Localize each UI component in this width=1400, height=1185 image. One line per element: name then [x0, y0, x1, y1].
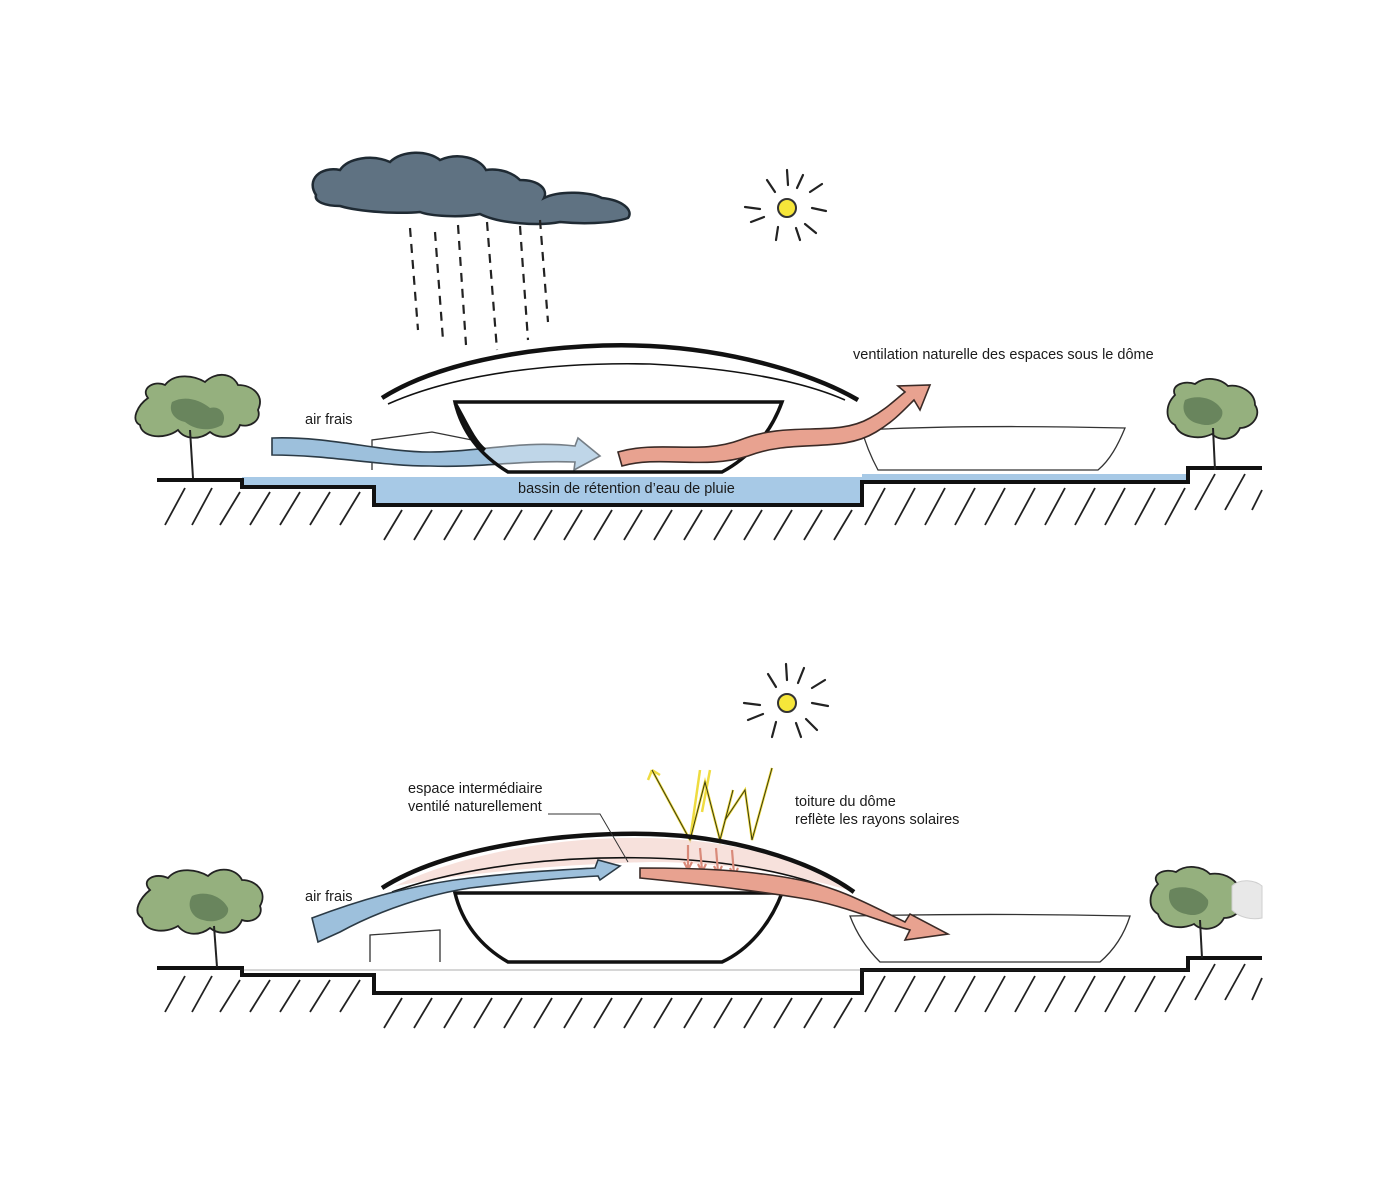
dome-roof: [380, 831, 856, 894]
warm-air-arrow: [639, 867, 951, 942]
basin-label: bassin de rétention d’eau de pluie: [518, 481, 735, 497]
ground-line: [157, 956, 1262, 995]
sun-icon: [742, 662, 830, 739]
intermediate-space: [395, 837, 848, 890]
roof-label-line1: toiture du dôme: [795, 794, 896, 810]
sun-icon: [743, 168, 828, 242]
rain-cloud-icon: [311, 151, 631, 226]
tree-icon: [134, 373, 261, 479]
right-low-building: [861, 426, 1126, 471]
roof-label-line2: reflète les rayons solaires: [795, 812, 960, 828]
ground-hatching: [164, 963, 1263, 1029]
fresh-air-label: air frais: [305, 412, 353, 428]
right-water: [862, 474, 1188, 482]
fresh-air-label: air frais: [305, 889, 353, 905]
tree-icon: [1166, 378, 1259, 471]
retention-basin-water: [374, 483, 862, 505]
intermediate-space-label-line1: espace intermédiaire: [408, 781, 543, 797]
tree-icon: [1149, 866, 1263, 959]
left-low-building: [369, 929, 441, 962]
cool-air-arrow: [271, 436, 602, 472]
right-low-building: [849, 913, 1131, 963]
cool-air-arrow: [311, 859, 622, 944]
bowl-structure: [452, 891, 785, 964]
shallow-water: [242, 477, 862, 487]
tree-icon: [136, 868, 264, 968]
warm-air-arrow: [617, 384, 932, 467]
intermediate-space-label-line2: ventilé naturellement: [408, 799, 542, 815]
leader-line: [548, 813, 629, 863]
reflected-sun-rays-icon: [646, 767, 774, 845]
ground-line: [157, 466, 1262, 507]
rain-icon: [408, 219, 550, 351]
ventilation-label: ventilation naturelle des espaces sous l…: [853, 347, 1154, 363]
ground-hatching: [164, 473, 1263, 541]
dome-roof: [380, 343, 860, 402]
